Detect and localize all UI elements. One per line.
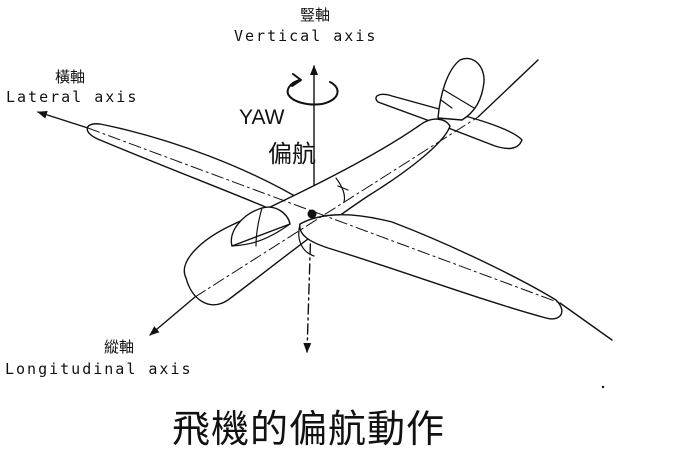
vertical-fin <box>437 57 485 121</box>
longitudinal-axis-rear <box>477 59 539 118</box>
fuselage <box>183 118 451 306</box>
lateral-axis-label-en: Lateral axis <box>6 88 139 106</box>
vertical-axis-lower <box>303 223 312 353</box>
diagram-caption: 飛機的偏航動作 <box>172 407 446 451</box>
vertical-axis-label-zh: 豎軸 <box>300 6 331 24</box>
lateral-axis-label-zh: 橫軸 <box>55 68 86 86</box>
right-wing <box>299 214 563 320</box>
longitudinal-axis-front <box>149 296 196 336</box>
longitudinal-axis-label-en: Longitudinal axis <box>5 360 193 378</box>
yaw-label-zh: 偏航 <box>268 140 316 168</box>
lateral-axis-left <box>37 110 89 129</box>
horizontal-stabilizer <box>375 93 523 150</box>
center-of-gravity <box>307 209 317 219</box>
longitudinal-axis-label-zh: 縱軸 <box>104 338 135 356</box>
yaw-rotation-arrow <box>286 79 339 106</box>
left-wing <box>86 123 311 209</box>
yaw-label-en: YAW <box>239 106 285 129</box>
vertical-axis-label-en: Vertical axis <box>234 27 378 45</box>
lateral-axis-right <box>559 302 613 341</box>
